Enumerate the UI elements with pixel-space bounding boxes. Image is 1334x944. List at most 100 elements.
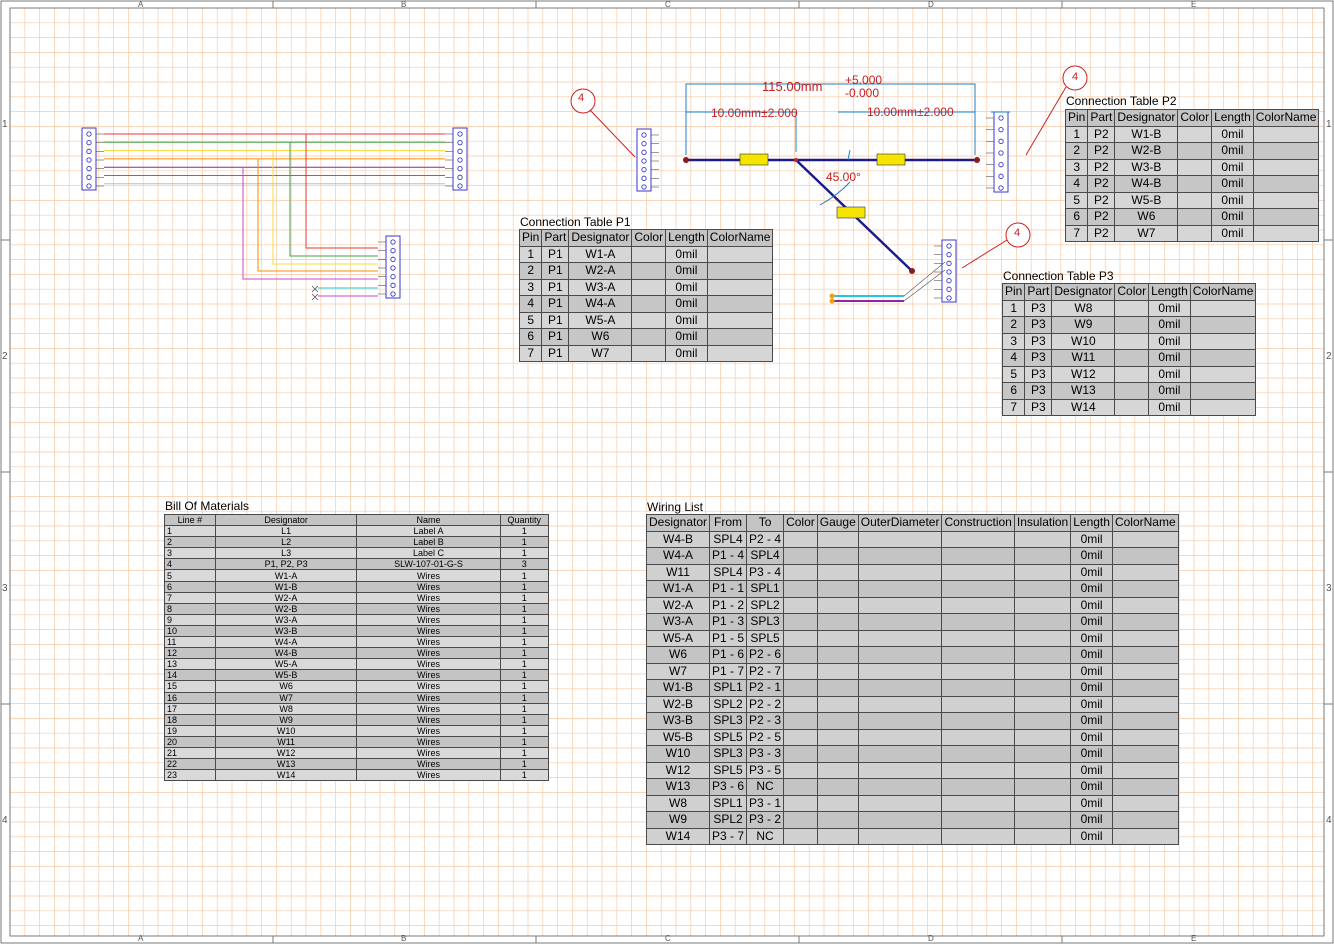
table-cell: 0mil: [665, 245, 708, 263]
table-cell: P3 - 6: [709, 778, 748, 796]
table-cell: 1: [499, 613, 550, 626]
table-cell: [1114, 316, 1150, 334]
table-cell: W13: [1051, 382, 1116, 400]
table-cell: [816, 563, 859, 581]
table-cell: W4-A: [214, 636, 358, 649]
table-cell: SPL3: [709, 745, 748, 763]
table-cell: W3-B: [214, 624, 358, 638]
table-cell: Wires: [356, 647, 501, 660]
table-cell: [1013, 563, 1072, 581]
zone-row-label: 2: [1326, 351, 1332, 362]
table-cell: P1 - 4: [709, 547, 748, 565]
table-cell: 0mil: [1211, 125, 1254, 143]
table-cell: 0mil: [1070, 596, 1113, 614]
table-cell: 0mil: [1148, 365, 1191, 383]
zone-column-label: A: [138, 934, 144, 943]
table-cell: W11: [1051, 349, 1116, 367]
table-cell: W7: [214, 691, 358, 704]
table-cell: 6: [518, 328, 543, 346]
table-cell: SPL4: [709, 563, 748, 581]
table-cell: 0mil: [1070, 712, 1113, 730]
table-cell: [706, 278, 774, 296]
table-cell: [1013, 679, 1072, 697]
table-cell: W5-B: [645, 728, 711, 746]
table-cell: W5-A: [568, 311, 633, 329]
table-cell: [1111, 745, 1179, 763]
connector-pin: [390, 291, 396, 297]
connector-pin: [641, 175, 647, 181]
column-header: Part: [541, 229, 570, 247]
schematic-branch-wire: [272, 150, 378, 265]
table-cell: [783, 827, 818, 845]
zone-row-label: 1: [1326, 119, 1332, 130]
dim-left-length: 10.00mm±2.000: [711, 106, 798, 120]
column-header: Pin: [1001, 283, 1026, 301]
connector-pin: [457, 166, 463, 172]
column-header: To: [746, 514, 785, 532]
table-cell: [1177, 191, 1213, 209]
table-cell: W8: [214, 702, 358, 715]
connector-pin: [641, 141, 647, 147]
table-cell: W4-A: [568, 295, 633, 313]
table-cell: [857, 712, 943, 730]
connector-pin: [998, 150, 1004, 156]
table-cell: [1189, 332, 1257, 350]
table-cell: [857, 679, 943, 697]
table-cell: [783, 679, 818, 697]
table-cell: 1: [499, 536, 550, 549]
fan-out-line: [903, 261, 946, 302]
table-cell: P1: [541, 245, 570, 263]
table-cell: [783, 695, 818, 713]
table-cell: 21: [164, 746, 216, 760]
connector-pin: [86, 174, 92, 180]
column-header: ColorName: [706, 229, 774, 247]
table-cell: 1: [499, 547, 550, 560]
table-cell: 0mil: [1148, 299, 1191, 317]
table-cell: 0mil: [1211, 224, 1254, 242]
table-cell: 1: [499, 569, 550, 582]
table-cell: L3: [214, 547, 358, 560]
table-cell: [1252, 142, 1320, 160]
table-cell: [1189, 382, 1257, 400]
table-cell: [1013, 794, 1072, 812]
table-cell: W6: [568, 328, 633, 346]
table-cell: 23: [164, 769, 216, 782]
table-cell: P3: [1024, 316, 1053, 334]
table-cell: [941, 679, 1015, 697]
table-cell: 0mil: [665, 295, 708, 313]
connector-pin: [946, 260, 952, 266]
connector-pin: [998, 138, 1004, 144]
table-cell: [816, 794, 859, 812]
zone-column-label: B: [401, 0, 407, 9]
table-cell: W2-A: [645, 596, 711, 614]
harness-label-tag: [876, 153, 906, 166]
dimension-line-left: [686, 111, 797, 152]
table-cell: W5-B: [1114, 191, 1179, 209]
table-cell: 0mil: [1148, 398, 1191, 416]
connector-pin: [457, 183, 463, 189]
table-cell: 0mil: [1070, 695, 1113, 713]
table-cell: [1177, 208, 1213, 226]
table-cell: 4: [518, 295, 543, 313]
table-cell: NC: [746, 778, 785, 796]
table-cell: [1111, 629, 1179, 647]
table-cell: [631, 262, 667, 280]
table-cell: [783, 646, 818, 664]
table-cell: [1252, 208, 1320, 226]
column-header: Pin: [518, 229, 543, 247]
table-cell: 13: [164, 658, 216, 671]
table-cell: P3: [1024, 299, 1053, 317]
